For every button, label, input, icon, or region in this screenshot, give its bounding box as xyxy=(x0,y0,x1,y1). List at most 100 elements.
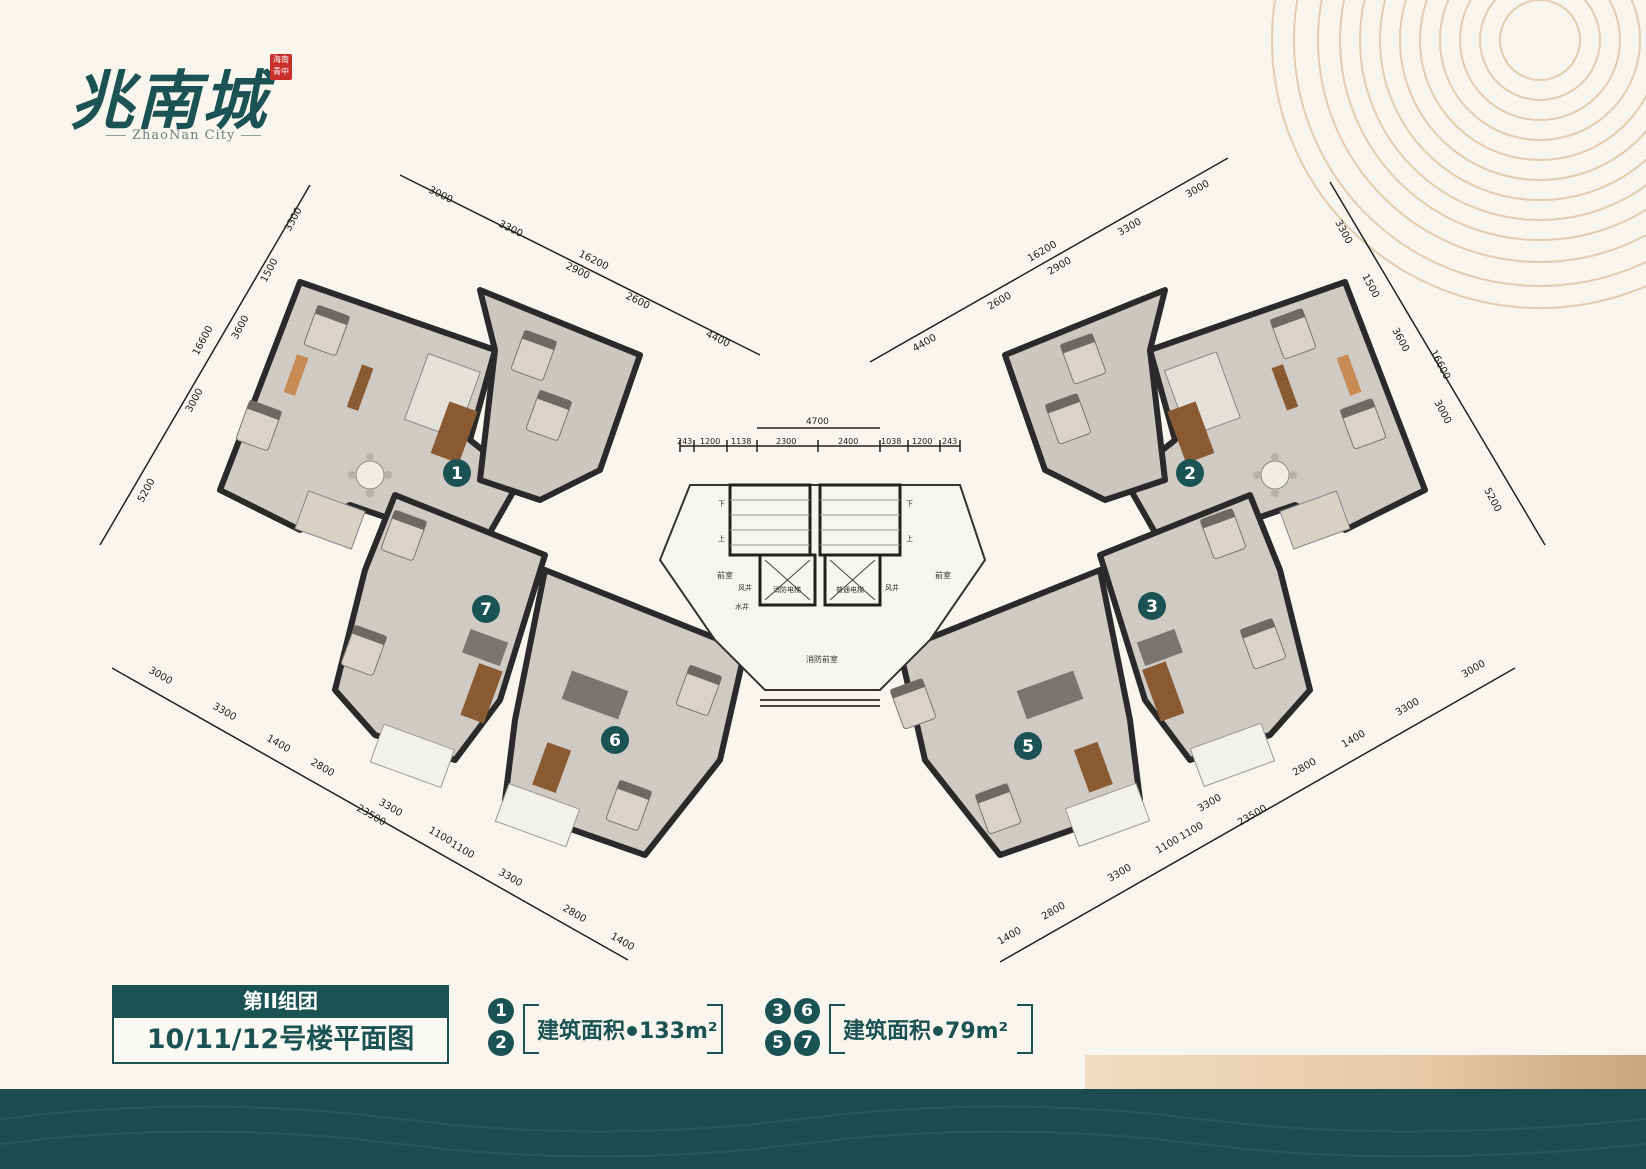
room-label: 风井 xyxy=(885,583,899,592)
legend-area-text: 建筑面积 79m² xyxy=(843,1013,1008,1045)
dim-label: 1038 xyxy=(881,437,901,446)
dim-label: 2800 xyxy=(309,757,337,779)
dim-label: 1200 xyxy=(700,437,720,446)
legend-bracket-right xyxy=(707,1004,723,1054)
dim-label: 2300 xyxy=(776,437,796,446)
dim-label: 3000 xyxy=(1184,178,1212,200)
legend-area-label: 建筑面积 xyxy=(843,1019,932,1044)
room-label: 消防前室 xyxy=(806,654,838,664)
legend-bracket-left xyxy=(523,1004,539,1054)
dim-label: 1100 xyxy=(449,839,477,861)
dim-label: 5200 xyxy=(136,477,158,505)
wood-rings-decoration xyxy=(1271,0,1646,309)
legend-badge: 1 xyxy=(488,998,514,1024)
dim-label: 3300 xyxy=(1106,862,1134,884)
unit-badge-3: 3 xyxy=(1146,597,1158,617)
brand-logo: 兆南城 海南青中 ZhaoNan City xyxy=(70,50,300,150)
unit-2-plan xyxy=(1002,279,1428,553)
legend-area-text: 建筑面积 133m² xyxy=(537,1013,718,1045)
legend-badge: 6 xyxy=(794,998,820,1024)
room-label: 前室 xyxy=(935,570,951,580)
legend-badge: 2 xyxy=(488,1030,514,1056)
dim-label: 3000 xyxy=(1431,398,1453,426)
plan-title: 10/11/12号楼平面图 xyxy=(112,1018,449,1064)
room-label: 普通电梯 xyxy=(836,585,864,594)
dim-label: 3600 xyxy=(1389,326,1411,354)
dim-label: 4400 xyxy=(704,329,732,350)
legend-badge: 5 xyxy=(765,1030,791,1056)
dim-label: 2800 xyxy=(1291,756,1319,778)
dim-label: 4700 xyxy=(806,417,829,427)
dim-label: 243 xyxy=(942,437,957,446)
unit-3-plan xyxy=(1097,492,1313,788)
room-label: 水井 xyxy=(735,602,749,611)
dim-label: 3300 xyxy=(1394,696,1422,718)
legend-area-label: 建筑面积 xyxy=(537,1019,626,1044)
dim-label: 1100 xyxy=(1178,820,1206,842)
dim-label: 3300 xyxy=(211,701,239,723)
dim-label: 3300 xyxy=(283,206,305,234)
stair-label: 上 xyxy=(718,534,725,543)
logo-subtitle: ZhaoNan City xyxy=(100,128,267,143)
legend-badge: 3 xyxy=(765,998,791,1024)
central-core: 前室 前室 消防电梯 普通电梯 风井 风井 水井 消防前室 下 上 下 上 xyxy=(658,483,987,707)
legend-badge: 7 xyxy=(794,1030,820,1056)
legend-dot xyxy=(933,1026,944,1036)
dim-label: 5200 xyxy=(1481,486,1503,514)
dim-label: 1200 xyxy=(912,437,932,446)
dim-label: 3000 xyxy=(1460,658,1488,680)
unit-badges: 1 2 3 5 6 7 xyxy=(443,459,1204,760)
dim-label: 3000 xyxy=(147,665,175,687)
dim-label: 2800 xyxy=(561,903,589,925)
dim-label: 3300 xyxy=(1196,792,1224,814)
dim-label: 2800 xyxy=(1040,900,1068,922)
area-legend-79: 3 6 5 7 建筑面积 79m² xyxy=(765,995,1045,1065)
dim-label: 1100 xyxy=(1154,834,1182,856)
plan-title-box: 第II组团 10/11/12号楼平面图 xyxy=(112,985,449,1065)
legend-area-value: 133m² xyxy=(639,1019,718,1044)
dim-label: 243 xyxy=(677,437,692,446)
legend-dot xyxy=(627,1026,638,1036)
dim-label: 1500 xyxy=(259,257,281,285)
dim-label: 2400 xyxy=(838,437,858,446)
area-legend-133: 1 2 建筑面积 133m² xyxy=(485,995,745,1065)
dim-label: 1138 xyxy=(731,437,751,446)
dim-label: 16600 xyxy=(1427,348,1452,381)
dim-label: 1400 xyxy=(265,733,293,755)
unit-7-plan xyxy=(332,492,548,789)
stair-label: 下 xyxy=(906,500,913,508)
unit-6-plan xyxy=(494,567,748,858)
stair-label: 上 xyxy=(906,534,913,543)
unit-badge-6: 6 xyxy=(609,731,621,751)
footer-pattern xyxy=(0,1105,1646,1158)
legend-bracket-right xyxy=(1017,1004,1033,1054)
dim-label: 1500 xyxy=(1359,272,1381,300)
legend-bracket-left xyxy=(829,1004,845,1054)
dim-label: 1400 xyxy=(996,925,1024,947)
dim-label: 3000 xyxy=(184,387,206,415)
legend-area-value: 79m² xyxy=(945,1019,1009,1044)
unit-badge-7: 7 xyxy=(480,600,492,620)
dim-label: 3300 xyxy=(497,219,525,240)
core-dimensions: 4700 243 1200 1138 2300 2400 1038 1200 2… xyxy=(677,417,961,452)
dim-label: 3000 xyxy=(427,185,455,206)
logo-brand-text: 兆南城 xyxy=(70,64,268,139)
dim-label: 1100 xyxy=(427,825,455,847)
dim-label: 3300 xyxy=(1332,218,1354,246)
unit-1-plan xyxy=(217,279,643,553)
unit-badge-5: 5 xyxy=(1022,737,1034,757)
stair-label: 下 xyxy=(718,500,725,508)
room-label: 风井 xyxy=(738,583,752,592)
room-label: 前室 xyxy=(717,570,733,580)
footer-band xyxy=(0,1089,1646,1169)
group-title: 第II组团 xyxy=(112,985,449,1018)
dim-label: 1400 xyxy=(1340,728,1368,750)
dim-label: 1400 xyxy=(609,931,637,953)
unit-badge-1: 1 xyxy=(451,464,463,484)
logo-seal: 海南青中 xyxy=(270,54,292,80)
dim-label: 23500 xyxy=(1236,803,1269,828)
dim-label: 16200 xyxy=(1026,239,1059,264)
dim-label: 3300 xyxy=(497,867,525,889)
unit-5-plan xyxy=(889,567,1151,858)
